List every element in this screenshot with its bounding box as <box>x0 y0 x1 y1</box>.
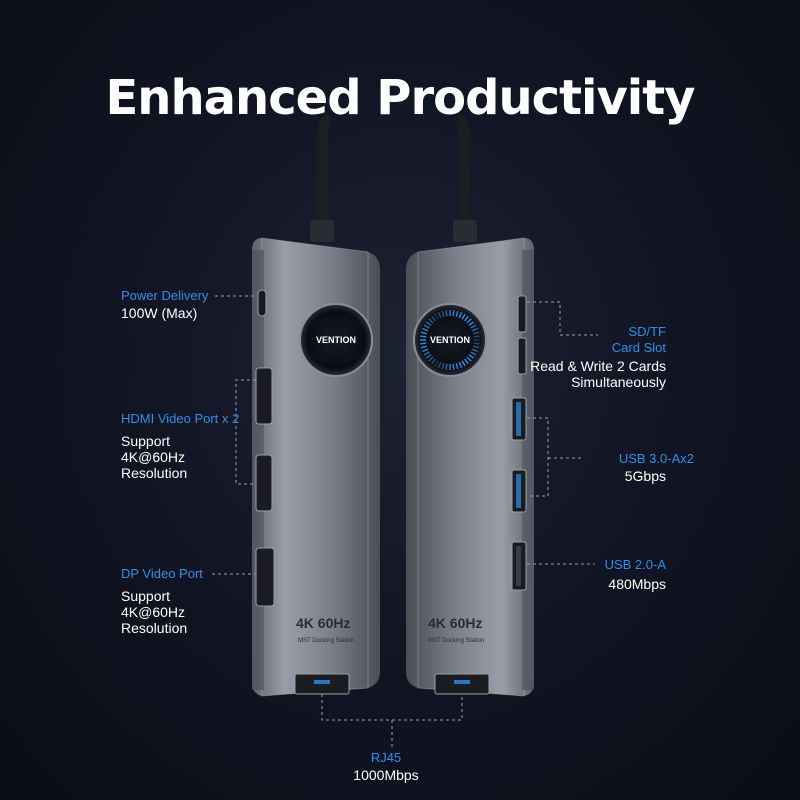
right-spec-text: 4K 60Hz <box>428 615 482 631</box>
ring-tick <box>466 318 472 324</box>
ring-tick <box>461 313 466 320</box>
usb2-desc: 480Mbps <box>608 576 666 592</box>
dp-desc-line2: 4K@60Hz <box>121 604 186 620</box>
dp-desc-line3: Resolution <box>121 620 188 636</box>
ring-tick <box>466 356 472 362</box>
ring-tick <box>461 360 466 367</box>
sdtf-label-line1: SD/TF <box>628 324 666 339</box>
ring-tick <box>437 311 442 319</box>
ring-tick <box>473 335 480 338</box>
left-cable-strain-relief <box>310 220 334 242</box>
ring-tick <box>470 324 477 329</box>
ring-tick <box>421 348 429 353</box>
ring-tick <box>421 327 429 332</box>
dp-port <box>255 547 275 607</box>
ring-tick <box>428 356 434 362</box>
sdtf-desc-line2: Simultaneously <box>571 374 666 390</box>
left-display <box>299 303 373 377</box>
ring-tick <box>420 342 427 345</box>
power-delivery-desc: 100W (Max) <box>121 305 198 321</box>
rj45-desc: 1000Mbps <box>353 767 419 783</box>
sdtf-label-line2: Card Slot <box>611 340 666 355</box>
ring-tick <box>431 315 436 322</box>
ring-tick <box>471 348 479 353</box>
ring-tick <box>470 351 477 356</box>
left-sub-text: MST Docking Station <box>298 638 354 644</box>
hdmi-desc-line2: 4K@60Hz <box>121 449 186 465</box>
usb3-label: USB 3.0-Ax2 <box>618 451 694 466</box>
ring-tick <box>423 324 430 329</box>
hdmi-desc-line1: Support <box>121 433 171 449</box>
ring-tick <box>452 310 455 317</box>
power-delivery-port <box>257 289 267 317</box>
ring-tick <box>437 361 442 369</box>
ring-tick <box>472 345 480 349</box>
ring-tick <box>458 311 463 319</box>
power-delivery-label: Power Delivery <box>121 288 209 303</box>
right-cable <box>454 113 471 238</box>
left-spec-text: 4K 60Hz <box>296 615 350 631</box>
ring-tick <box>425 354 432 359</box>
left-cable <box>316 113 333 238</box>
ring-tick <box>441 310 445 318</box>
ring-tick <box>425 321 432 326</box>
ring-tick <box>464 358 469 365</box>
ring-tick <box>455 362 459 370</box>
dp-label: DP Video Port <box>121 566 203 581</box>
ring-tick <box>420 335 427 338</box>
display-ring-glow <box>420 310 480 370</box>
ring-tick <box>468 354 475 359</box>
right-cable-strain-relief <box>453 220 477 242</box>
ring-tick <box>423 351 430 356</box>
left-brand-logo: VENTION <box>316 335 356 345</box>
usb2-label: USB 2.0-A <box>604 557 666 572</box>
ring-tick <box>434 313 439 320</box>
ring-tick <box>473 342 480 345</box>
ring-tick <box>464 315 469 322</box>
dp-desc-line1: Support <box>121 588 171 604</box>
sdtf-desc-line1: Read & Write 2 Cards <box>530 358 666 374</box>
ring-tick <box>455 310 459 318</box>
ring-tick <box>420 331 428 335</box>
callout-lines <box>212 295 598 748</box>
hdmi-port-1 <box>255 367 273 425</box>
rj45-label: RJ45 <box>370 750 402 765</box>
ring-tick <box>434 360 439 367</box>
ring-tick <box>428 318 434 324</box>
ring-tick <box>468 321 475 326</box>
left-hub: VENTION 4K 60Hz MST Docking Station <box>252 237 380 697</box>
right-sub-text: MST Docking Station <box>428 638 484 644</box>
right-brand-logo: VENTION <box>430 335 470 345</box>
ring-tick <box>420 345 428 349</box>
ring-tick <box>458 361 463 369</box>
usb3-desc: 5Gbps <box>624 468 666 484</box>
ring-tick <box>445 310 448 317</box>
ring-tick <box>445 363 448 370</box>
hdmi-desc-line3: Resolution <box>121 465 188 481</box>
ring-tick <box>452 363 455 370</box>
hdmi-label: HDMI Video Port x 2 <box>121 411 240 426</box>
sd-slot <box>517 295 527 333</box>
ring-tick <box>471 327 479 332</box>
tf-slot <box>517 337 527 375</box>
page-title: Enhanced Productivity <box>105 70 696 126</box>
right-hub: VENTION 4K 60Hz MST Docking Station <box>406 237 534 697</box>
ring-tick <box>472 331 480 335</box>
ring-tick <box>431 358 436 365</box>
hdmi-port-2 <box>255 454 273 512</box>
ring-tick <box>441 362 445 370</box>
